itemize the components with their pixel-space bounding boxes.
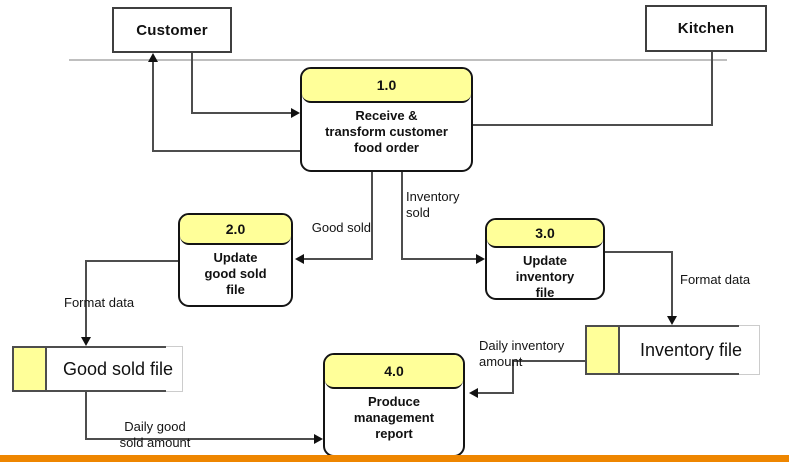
entity-kitchen-label: Kitchen [677, 20, 735, 37]
process-1-receive-transform-order: 1.0 Receive & transform customer food or… [300, 67, 473, 172]
process-4-produce-management-report: 4.0 Produce management report [323, 353, 465, 457]
flow-p1-to-kitchen-horizontal [473, 124, 713, 126]
arrowhead-into-store2-top [667, 316, 677, 325]
store-key-square [585, 325, 620, 375]
process-1-id: 1.0 [302, 69, 471, 103]
flow-customer-to-p1-vertical [191, 53, 193, 113]
store-top-line [585, 325, 739, 327]
arrowhead-into-p3-left [476, 254, 485, 264]
arrowhead-into-p4-right [469, 388, 478, 398]
flow-store1-to-p4-vertical [85, 392, 87, 440]
process-1-name: Receive & transform customer food order [325, 108, 448, 155]
flow-label-inventory-sold: Inventory sold [406, 189, 460, 220]
bottom-accent-bar [0, 455, 789, 462]
arrowhead-into-p2-right [295, 254, 304, 264]
flow-customer-to-p1-horizontal [191, 112, 292, 114]
flow-p1-to-p2-horizontal [302, 258, 373, 260]
flow-store2-to-p4-horizontal-1 [513, 360, 585, 362]
process-2-update-good-sold-file: 2.0 Update good sold file [178, 213, 293, 307]
flow-p1-to-p3-vertical [401, 172, 403, 260]
data-store-inventory-file: Inventory file [585, 325, 760, 375]
data-store-good-sold-file-label: Good sold file [63, 358, 174, 379]
process-3-name: Update inventory file [515, 253, 575, 300]
flow-store2-to-p4-vertical [512, 360, 514, 394]
flow-p1-to-p2-vertical [371, 172, 373, 260]
store-top-line [12, 346, 166, 348]
flow-p1-to-customer-horizontal [153, 150, 300, 152]
entity-customer: Customer [112, 7, 232, 53]
arrowhead-into-p1-left [291, 108, 300, 118]
flow-store1-to-p4-horizontal [85, 438, 315, 440]
flow-label-format-data-right: Format data [680, 272, 751, 287]
flow-label-daily-inventory: Daily inventory amount [479, 338, 565, 369]
arrowhead-into-store1-top [81, 337, 91, 346]
store-key-square [12, 346, 47, 392]
process-4-id: 4.0 [325, 355, 463, 389]
store-bottom-line [12, 390, 166, 392]
flow-p1-to-p3-horizontal [401, 258, 477, 260]
flow-store2-to-p4-horizontal-2 [478, 392, 514, 394]
flow-p1-to-customer-vertical [152, 60, 154, 152]
flow-p3-to-store2-horizontal [605, 251, 673, 253]
flow-p1-to-kitchen-vertical [711, 52, 713, 126]
flow-p3-to-store2-vertical [671, 251, 673, 317]
process-2-name: Update good sold file [204, 250, 267, 297]
flow-p2-to-store1-horizontal [86, 260, 178, 262]
store-bottom-line [585, 373, 739, 375]
flow-label-format-data-left: Format data [64, 295, 135, 310]
process-2-id: 2.0 [180, 215, 291, 245]
data-store-good-sold-file: Good sold file [12, 346, 183, 392]
top-divider-line [69, 59, 727, 61]
process-4-name: Produce management report [353, 394, 435, 441]
flow-label-good-sold: Good sold [311, 220, 371, 235]
flow-label-daily-good-sold: Daily good sold amount [119, 419, 191, 450]
arrowhead-into-customer [148, 53, 158, 62]
process-3-id: 3.0 [487, 220, 603, 248]
process-3-update-inventory-file: 3.0 Update inventory file [485, 218, 605, 300]
flow-p2-to-store1-vertical [85, 260, 87, 338]
data-store-inventory-file-label: Inventory file [640, 339, 743, 360]
entity-customer-label: Customer [136, 21, 208, 39]
entity-kitchen: Kitchen [645, 5, 767, 52]
arrowhead-into-p4-left [314, 434, 323, 444]
